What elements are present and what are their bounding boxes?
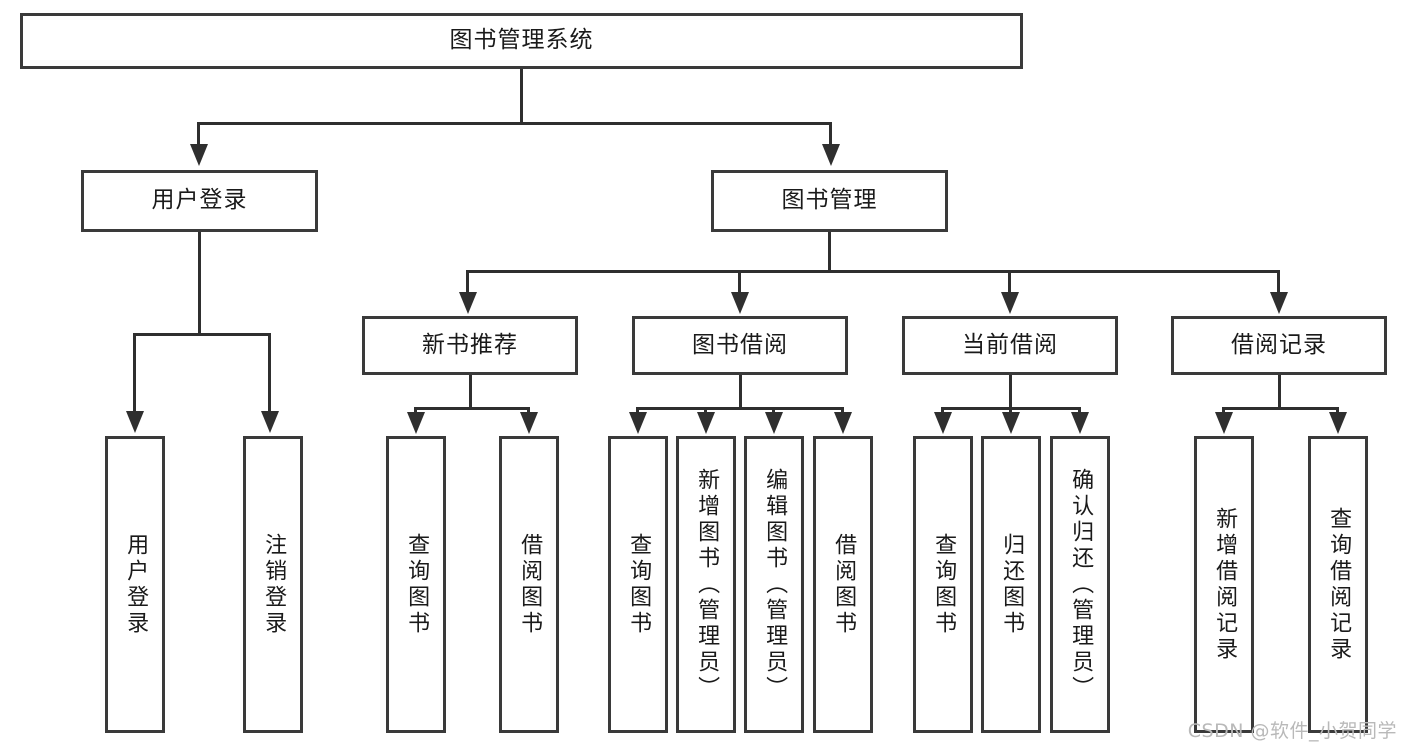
- leaf-label: 注销登录: [261, 532, 287, 637]
- leaf-label: 新增图书（管理员）: [694, 467, 720, 702]
- leaf-borrow-record-query-record[interactable]: 查询借阅记录: [1308, 436, 1368, 733]
- edge-user-login-to-leaf-2: [268, 333, 271, 413]
- node-user-login[interactable]: 用户登录: [81, 170, 318, 232]
- edge-book-mgmt-stem: [828, 232, 831, 272]
- leaf-new-book-query-books[interactable]: 查询图书: [386, 436, 446, 733]
- leaf-book-borrow-add-book-admin[interactable]: 新增图书（管理员）: [676, 436, 736, 733]
- edge-current-borrow-stem: [1009, 375, 1012, 409]
- node-book-management[interactable]: 图书管理: [711, 170, 948, 232]
- leaf-label: 查询图书: [626, 532, 652, 637]
- arrow-current-borrow-to-leaf-3: [1071, 412, 1089, 434]
- leaf-label: 借阅图书: [517, 532, 543, 637]
- arrow-user-login-to-leaf-1: [126, 411, 144, 433]
- edge-root-bus: [197, 122, 832, 125]
- edge-book-borrow-to-leaf-2: [704, 407, 707, 415]
- edge-current-borrow-to-leaf-1: [941, 407, 944, 415]
- arrow-book-borrow-to-leaf-4: [834, 412, 852, 434]
- edge-user-login-to-leaf-1: [133, 333, 136, 413]
- edge-book-borrow-bus: [636, 407, 844, 410]
- edge-new-book-bus: [414, 407, 530, 410]
- node-root-system[interactable]: 图书管理系统: [20, 13, 1023, 69]
- arrow-book-borrow-to-leaf-2: [697, 412, 715, 434]
- edge-root-to-user-login: [197, 122, 200, 146]
- leaf-current-borrow-query-books[interactable]: 查询图书: [913, 436, 973, 733]
- edge-new-book-stem: [469, 375, 472, 409]
- arrow-root-to-book-mgmt: [822, 144, 840, 166]
- edge-book-borrow-to-leaf-3: [772, 407, 775, 415]
- edge-book-mgmt-bus: [466, 270, 1280, 273]
- edge-borrow-record-to-leaf-2: [1336, 407, 1339, 415]
- edge-new-book-to-leaf-1: [414, 407, 417, 415]
- edge-user-login-stem: [198, 232, 201, 335]
- leaf-book-borrow-query-books[interactable]: 查询图书: [608, 436, 668, 733]
- leaf-label: 查询图书: [404, 532, 430, 637]
- edge-book-mgmt-to-current-borrow: [1008, 270, 1011, 294]
- arrow-book-mgmt-to-new-book: [459, 292, 477, 314]
- edge-root-stem: [520, 69, 523, 124]
- arrow-book-mgmt-to-book-borrow: [731, 292, 749, 314]
- edge-borrow-record-stem: [1278, 375, 1281, 409]
- leaf-label: 用户登录: [123, 532, 149, 637]
- arrow-new-book-to-leaf-1: [407, 412, 425, 434]
- edge-book-borrow-to-leaf-4: [841, 407, 844, 415]
- edge-root-to-book-mgmt: [829, 122, 832, 146]
- arrow-current-borrow-to-leaf-2: [1002, 412, 1020, 434]
- arrow-current-borrow-to-leaf-1: [934, 412, 952, 434]
- leaf-label: 确认归还（管理员）: [1068, 467, 1094, 702]
- leaf-label: 查询图书: [931, 532, 957, 637]
- edge-book-mgmt-to-book-borrow: [738, 270, 741, 294]
- arrow-root-to-user-login: [190, 144, 208, 166]
- leaf-label: 编辑图书（管理员）: [762, 467, 788, 702]
- node-new-book-recommend[interactable]: 新书推荐: [362, 316, 578, 375]
- arrow-borrow-record-to-leaf-1: [1215, 412, 1233, 434]
- edge-book-mgmt-to-new-book: [466, 270, 469, 294]
- arrow-borrow-record-to-leaf-2: [1329, 412, 1347, 434]
- edge-user-login-bus: [133, 333, 271, 336]
- edge-current-borrow-to-leaf-2: [1009, 407, 1012, 415]
- arrow-book-mgmt-to-borrow-record: [1270, 292, 1288, 314]
- leaf-book-borrow-edit-book-admin[interactable]: 编辑图书（管理员）: [744, 436, 804, 733]
- leaf-new-book-borrow-books[interactable]: 借阅图书: [499, 436, 559, 733]
- edge-new-book-to-leaf-2: [527, 407, 530, 415]
- arrow-book-borrow-to-leaf-1: [629, 412, 647, 434]
- node-book-borrow[interactable]: 图书借阅: [632, 316, 848, 375]
- edge-current-borrow-to-leaf-3: [1078, 407, 1081, 415]
- leaf-label: 新增借阅记录: [1212, 506, 1238, 663]
- edge-borrow-record-bus: [1222, 407, 1339, 410]
- leaf-label: 借阅图书: [831, 532, 857, 637]
- leaf-user-login-logout[interactable]: 注销登录: [243, 436, 303, 733]
- arrow-book-mgmt-to-current-borrow: [1001, 292, 1019, 314]
- leaf-book-borrow-borrow-books[interactable]: 借阅图书: [813, 436, 873, 733]
- leaf-current-borrow-confirm-return-admin[interactable]: 确认归还（管理员）: [1050, 436, 1110, 733]
- edge-book-mgmt-to-borrow-record: [1277, 270, 1280, 294]
- arrow-book-borrow-to-leaf-3: [765, 412, 783, 434]
- leaf-label: 查询借阅记录: [1326, 506, 1352, 663]
- leaf-borrow-record-add-record[interactable]: 新增借阅记录: [1194, 436, 1254, 733]
- edge-book-borrow-stem: [739, 375, 742, 409]
- node-current-borrow[interactable]: 当前借阅: [902, 316, 1118, 375]
- node-borrow-record[interactable]: 借阅记录: [1171, 316, 1387, 375]
- edge-book-borrow-to-leaf-1: [636, 407, 639, 415]
- leaf-user-login-login[interactable]: 用户登录: [105, 436, 165, 733]
- edge-borrow-record-to-leaf-1: [1222, 407, 1225, 415]
- leaf-label: 归还图书: [999, 532, 1025, 637]
- leaf-current-borrow-return-books[interactable]: 归还图书: [981, 436, 1041, 733]
- arrow-user-login-to-leaf-2: [261, 411, 279, 433]
- arrow-new-book-to-leaf-2: [520, 412, 538, 434]
- csdn-watermark: CSDN @软件_小贺同学: [1187, 720, 1397, 742]
